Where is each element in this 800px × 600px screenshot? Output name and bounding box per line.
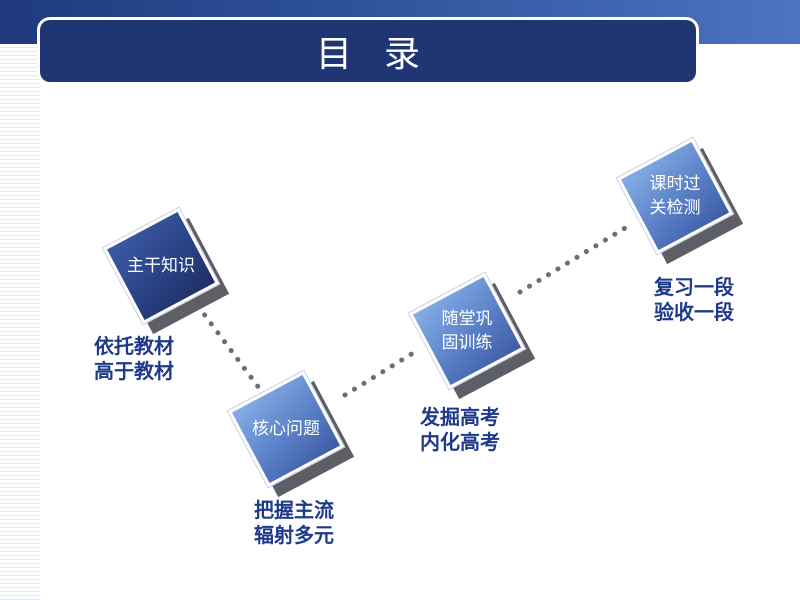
node-label: 课时过 关检测 xyxy=(649,174,701,218)
connector-2-3 xyxy=(342,347,421,398)
title-bar: 目录 xyxy=(40,20,696,82)
connector-3-4 xyxy=(517,222,633,295)
left-decoration xyxy=(0,44,40,600)
node-label: 随堂巩 固训练 xyxy=(441,309,493,353)
node-in-class-practice[interactable]: 随堂巩 固训练 xyxy=(408,272,536,400)
caption-in-class-practice: 发掘高考 内化高考 xyxy=(420,405,500,454)
page-title: 目录 xyxy=(315,34,452,75)
caption-main-knowledge: 依托教材 高于教材 xyxy=(94,334,174,383)
caption-core-issue: 把握主流 辐射多元 xyxy=(254,498,334,547)
node-main-knowledge[interactable]: 主干知识 xyxy=(102,207,230,335)
node-label: 主干知识 xyxy=(127,256,195,276)
caption-lesson-test: 复习一段 验收一段 xyxy=(654,275,734,324)
node-label: 核心问题 xyxy=(252,419,320,439)
node-core-issue[interactable]: 核心问题 xyxy=(227,370,355,498)
connector-1-2 xyxy=(195,303,265,395)
node-lesson-test[interactable]: 课时过 关检测 xyxy=(616,137,744,265)
